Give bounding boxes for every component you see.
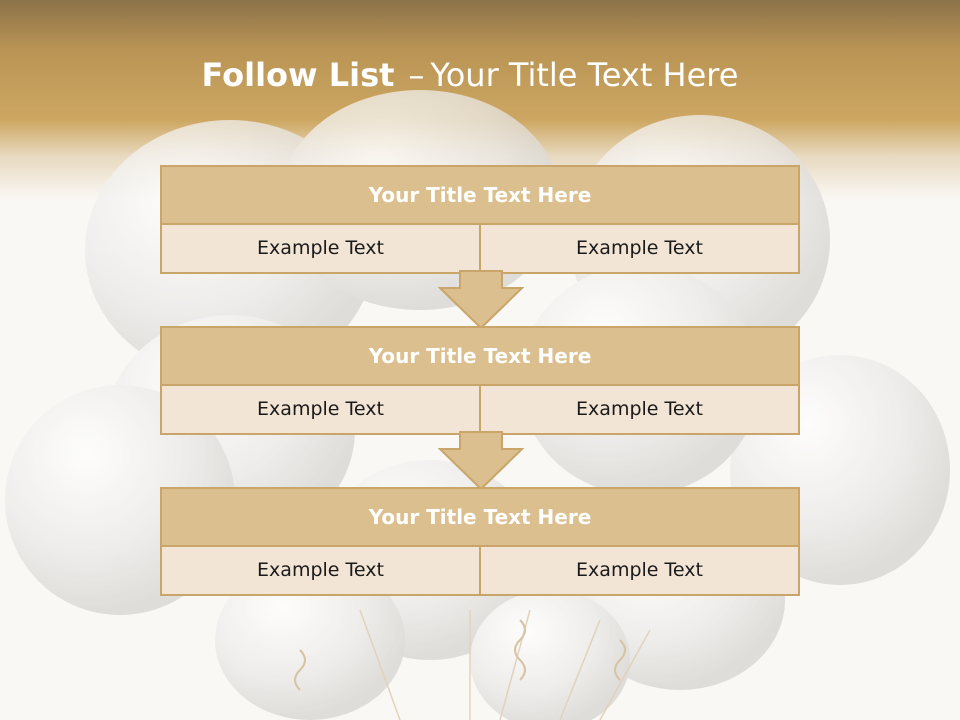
step-row-1: Example Text Example Text [162,225,798,272]
step-3-left-text: Example Text [162,547,479,594]
step-title-2: Your Title Text Here [162,328,798,386]
slide-title-rest: Your Title Text Here [430,56,739,94]
step-box-1: Your Title Text Here Example Text Exampl… [160,165,800,274]
step-1-right-text: Example Text [479,225,798,272]
step-box-3: Your Title Text Here Example Text Exampl… [160,487,800,596]
slide-title: Follow List–Your Title Text Here [0,52,940,98]
down-arrow-icon [438,431,524,491]
step-title-3: Your Title Text Here [162,489,798,547]
step-3-right-text: Example Text [479,547,798,594]
step-row-3: Example Text Example Text [162,547,798,594]
step-2-left-text: Example Text [162,386,479,433]
step-2-right-text: Example Text [479,386,798,433]
step-1-left-text: Example Text [162,225,479,272]
slide-title-dash: – [408,56,425,94]
step-row-2: Example Text Example Text [162,386,798,433]
step-title-1: Your Title Text Here [162,167,798,225]
step-box-2: Your Title Text Here Example Text Exampl… [160,326,800,435]
down-arrow-icon [438,270,524,330]
slide-title-bold: Follow List [201,56,395,94]
